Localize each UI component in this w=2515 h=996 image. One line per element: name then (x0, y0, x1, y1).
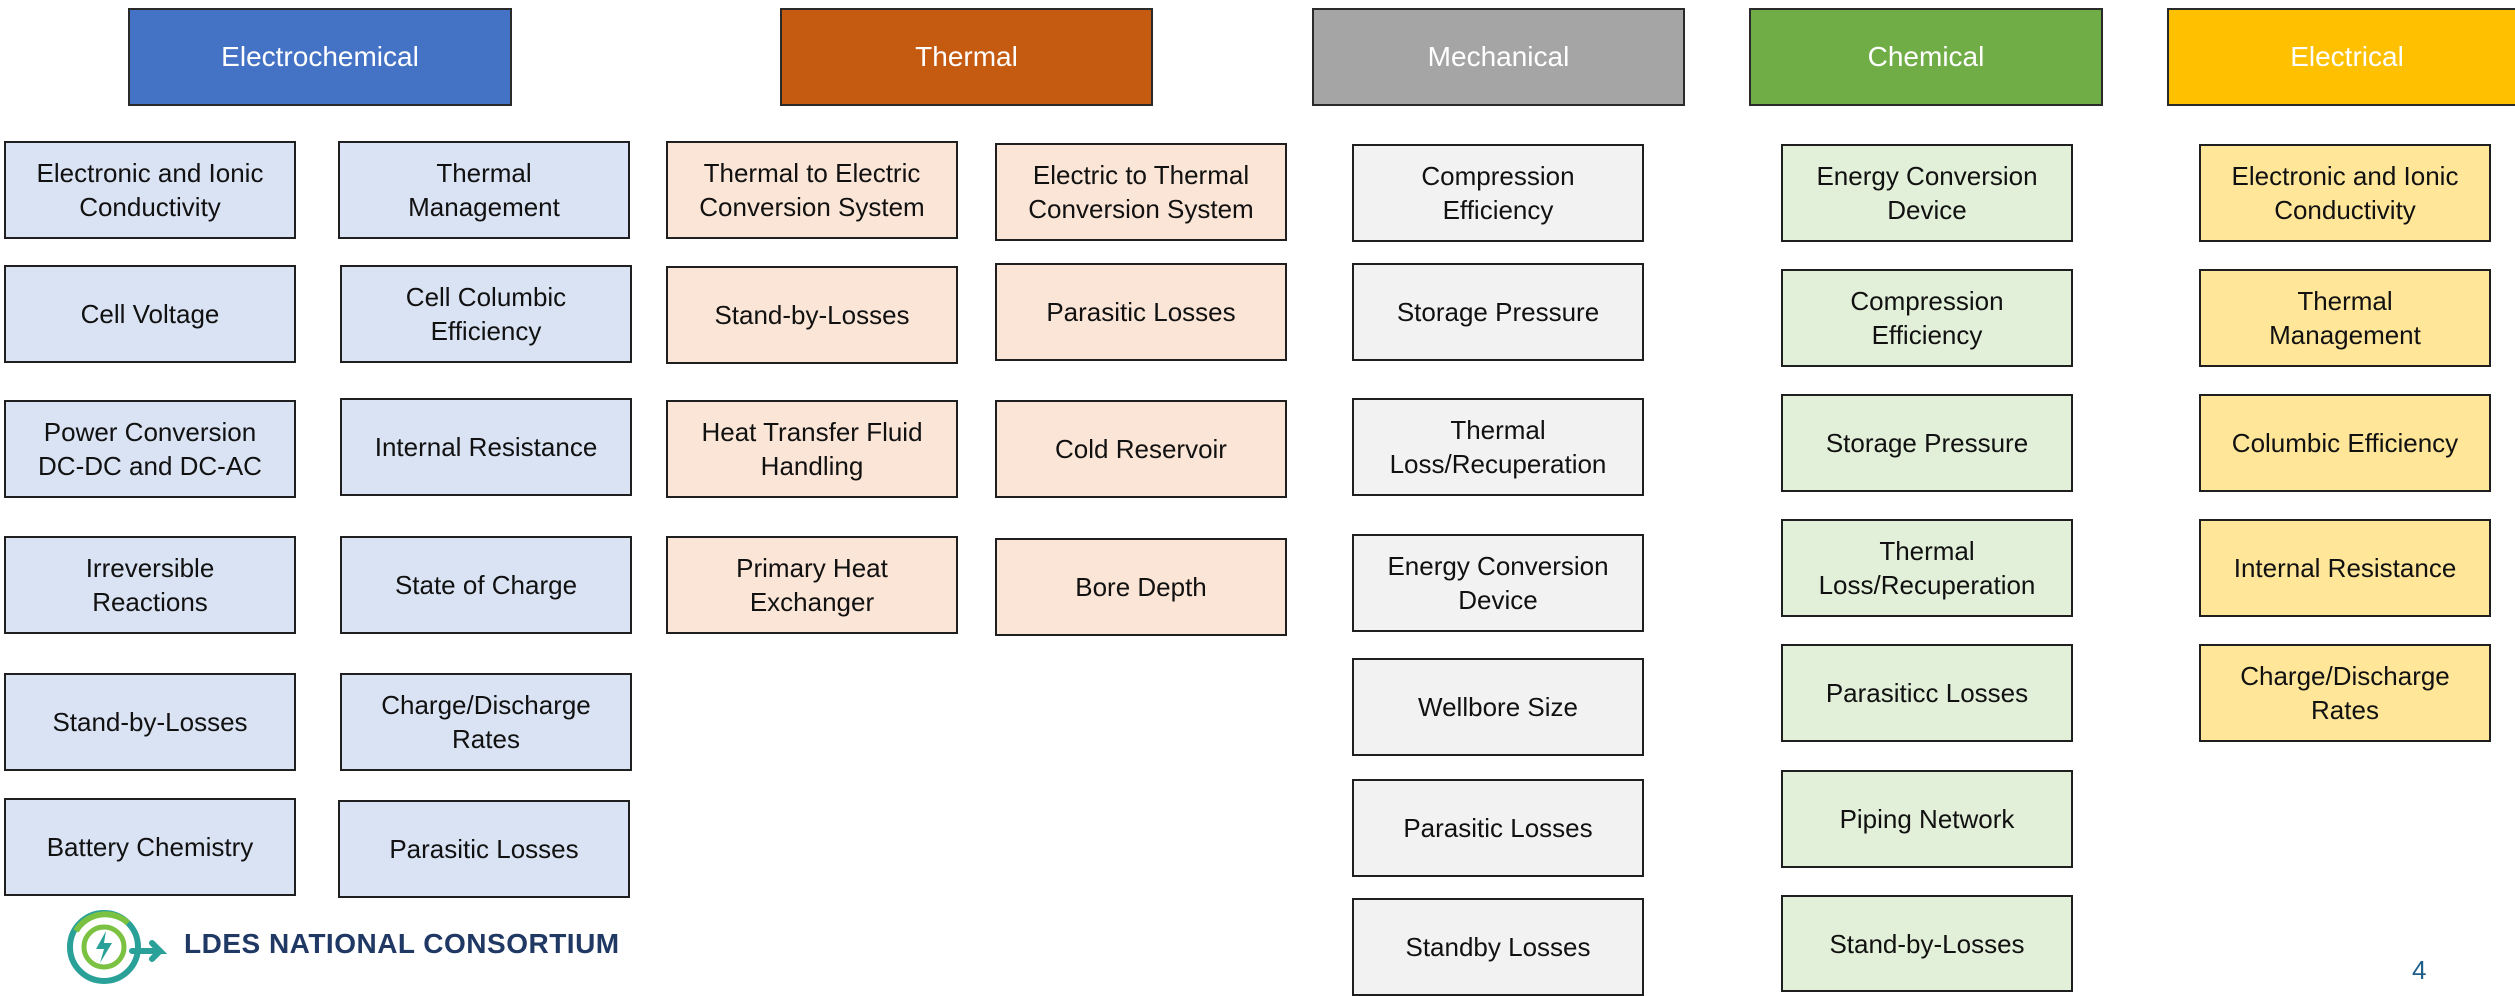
mechanical-factor: Wellbore Size (1352, 658, 1644, 756)
header-thermal: Thermal (780, 8, 1153, 106)
mechanical-factor: Standby Losses (1352, 898, 1644, 996)
electrochemical-factor: State of Charge (340, 536, 632, 634)
chemical-factor: Parasiticc Losses (1781, 644, 2073, 742)
chemical-factor: Storage Pressure (1781, 394, 2073, 492)
header-electrical: Electrical (2167, 8, 2515, 106)
header-mechanical: Mechanical (1312, 8, 1685, 106)
thermal-factor: Electric to Thermal Conversion System (995, 143, 1287, 241)
logo-text: LDES NATIONAL CONSORTIUM (184, 928, 620, 959)
mechanical-factor: Thermal Loss/Recuperation (1352, 398, 1644, 496)
chemical-factor: Compression Efficiency (1781, 269, 2073, 367)
header-chemical: Chemical (1749, 8, 2103, 106)
thermal-factor: Stand-by-Losses (666, 266, 958, 364)
electrochemical-factor: Internal Resistance (340, 398, 632, 496)
mechanical-factor: Energy Conversion Device (1352, 534, 1644, 632)
electrochemical-factor: Battery Chemistry (4, 798, 296, 896)
thermal-factor: Cold Reservoir (995, 400, 1287, 498)
electrochemical-factor: Parasitic Losses (338, 800, 630, 898)
mechanical-factor: Parasitic Losses (1352, 779, 1644, 877)
consortium-logo-icon (67, 910, 168, 984)
chemical-factor: Energy Conversion Device (1781, 144, 2073, 242)
electrical-factor: Columbic Efficiency (2199, 394, 2491, 492)
electrochemical-factor: Cell Voltage (4, 265, 296, 363)
thermal-factor: Bore Depth (995, 538, 1287, 636)
mechanical-factor: Storage Pressure (1352, 263, 1644, 361)
electrochemical-factor: Thermal Management (338, 141, 630, 239)
mechanical-factor: Compression Efficiency (1352, 144, 1644, 242)
electrochemical-factor: Irreversible Reactions (4, 536, 296, 634)
chemical-factor: Piping Network (1781, 770, 2073, 868)
electrochemical-factor: Power Conversion DC-DC and DC-AC (4, 400, 296, 498)
electrical-factor: Charge/Discharge Rates (2199, 644, 2491, 742)
electrical-factor: Thermal Management (2199, 269, 2491, 367)
electrochemical-factor: Cell Columbic Efficiency (340, 265, 632, 363)
electrochemical-factor: Stand-by-Losses (4, 673, 296, 771)
electrical-factor: Internal Resistance (2199, 519, 2491, 617)
electrical-factor: Electronic and Ionic Conductivity (2199, 144, 2491, 242)
electrochemical-factor: Charge/Discharge Rates (340, 673, 632, 771)
thermal-factor: Parasitic Losses (995, 263, 1287, 361)
header-electrochemical: Electrochemical (128, 8, 512, 106)
thermal-factor: Primary Heat Exchanger (666, 536, 958, 634)
chemical-factor: Stand-by-Losses (1781, 895, 2073, 992)
thermal-factor: Thermal to Electric Conversion System (666, 141, 958, 239)
thermal-factor: Heat Transfer Fluid Handling (666, 400, 958, 498)
electrochemical-factor: Electronic and Ionic Conductivity (4, 141, 296, 239)
chemical-factor: Thermal Loss/Recuperation (1781, 519, 2073, 617)
page-number: 4 (2412, 955, 2427, 985)
